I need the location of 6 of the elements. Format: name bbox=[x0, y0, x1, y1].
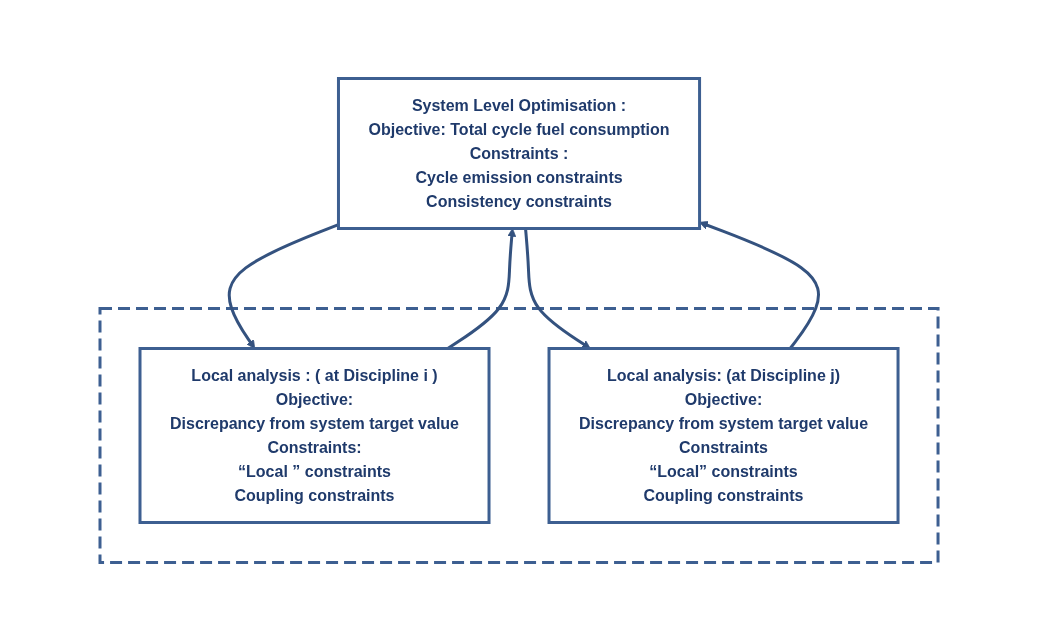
cluster bbox=[98, 307, 940, 564]
node-box: Local analysis : ( at Discipline i ) Objective: Discrepancy from system target value Constraints: “Local ” constraints Coupling constraints bbox=[138, 347, 491, 524]
node-box: Local analysis: (at Discipline j) Objective: Discrepancy from system target value Constraints “Local” constraints Coupling constraints bbox=[547, 347, 900, 524]
arrow bbox=[524, 228, 591, 349]
arrow bbox=[227, 223, 339, 349]
node-box: System Level Optimisation : Objective: Total cycle fuel consumption Constraints : Cycle emission constraints Consistency constraints bbox=[336, 77, 702, 230]
